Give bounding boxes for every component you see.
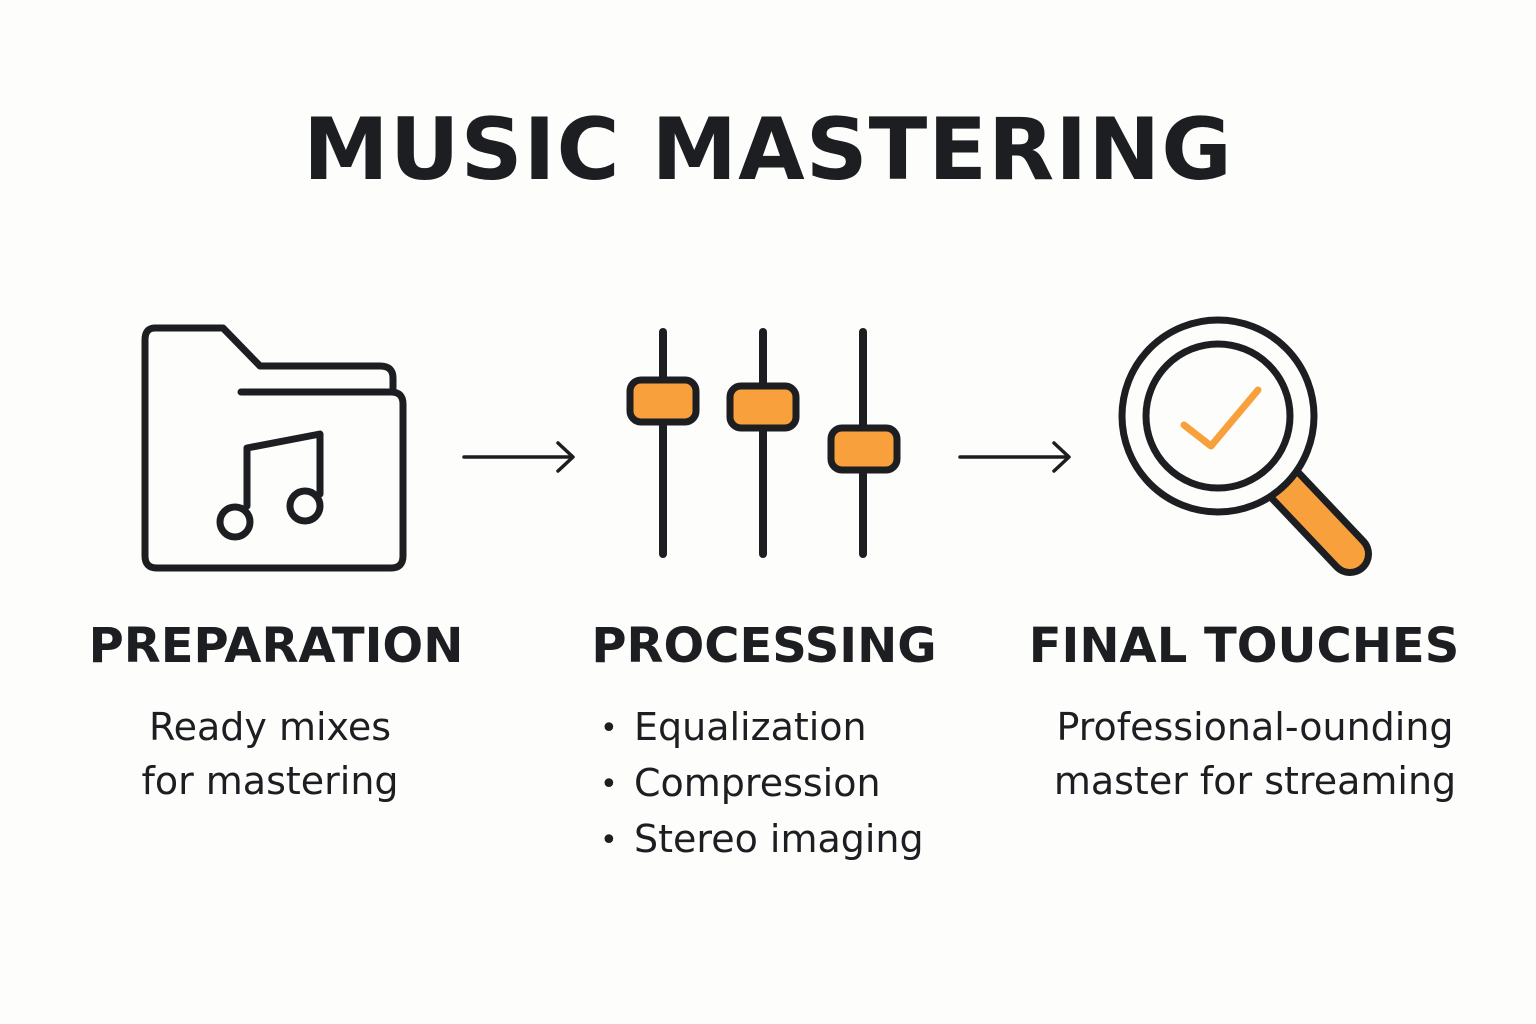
bullet-item: Equalization xyxy=(600,700,924,756)
description-line: Ready mixes xyxy=(148,705,392,749)
magnifier-check-icon xyxy=(1118,316,1372,576)
step-bullets-processing: Equalization Compression Stereo imaging xyxy=(600,700,924,868)
mixer-sliders-icon xyxy=(626,328,901,558)
bullet-item: Compression xyxy=(600,756,924,812)
diagram-title: MUSIC MASTERING xyxy=(303,100,1233,200)
arrow-right-icon xyxy=(958,441,1071,473)
music-folder-icon xyxy=(141,324,407,572)
step-heading-final-touches: FINAL TOUCHES xyxy=(1028,618,1460,674)
step-heading-processing: PROCESSING xyxy=(591,618,937,674)
step-heading-preparation: PREPARATION xyxy=(88,618,464,674)
description-line: for mastering xyxy=(141,759,399,803)
description-line: Professional-ounding xyxy=(1056,705,1454,749)
bullet-item: Stereo imaging xyxy=(600,812,924,868)
step-description-final-touches: Professional-ounding master for streamin… xyxy=(1020,700,1490,808)
description-line: master for streaming xyxy=(1053,759,1457,803)
step-description-preparation: Ready mixes for mastering xyxy=(70,700,470,808)
arrow-right-icon xyxy=(462,441,575,473)
